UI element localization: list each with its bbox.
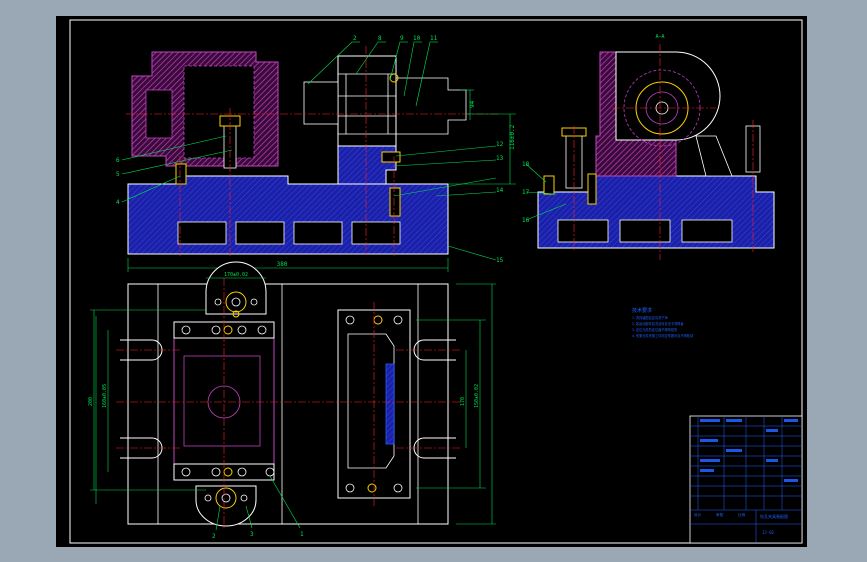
front-height-dim-a: 116±0.2 — [509, 124, 516, 150]
front-balloons-left: 6 5 4 — [116, 157, 120, 206]
title-block-design-label: 设计 — [694, 512, 702, 517]
plan-balloons: 2 3 1 — [212, 531, 304, 540]
side-view: A—A — [522, 34, 775, 260]
side-section-label: A—A — [655, 34, 664, 40]
title-block-drawing-no: JJ-01 — [762, 530, 775, 535]
balloon-label: 18 — [522, 161, 530, 168]
balloon-label: 16 — [522, 217, 530, 224]
plan-left-dim-b: 160±0.05 — [102, 384, 108, 408]
plan-top-dim: 170±0.02 — [224, 272, 248, 278]
drawing-sheet: 380 116±0.2 94 — [56, 16, 807, 547]
balloon-label: 5 — [116, 171, 120, 178]
balloon-label: 10 — [413, 35, 421, 42]
front-width-dim: 380 — [277, 261, 288, 268]
title-block: 设计 审核 比例 钻孔夹具装配图 JJ-01 — [689, 415, 803, 544]
title-block-scale-label: 比例 — [738, 512, 746, 517]
cad-drawing: 380 116±0.2 94 — [69, 19, 803, 544]
plan-bottom-round-plate — [195, 485, 257, 527]
balloon-label: 17 — [522, 189, 530, 196]
balloon-label: 11 — [430, 35, 438, 42]
side-bearing — [615, 51, 721, 147]
plan-right-dim-b: 150±0.02 — [474, 384, 480, 408]
balloon-label: 2 — [353, 35, 357, 42]
drawing-frame — [69, 19, 803, 544]
balloon-label: 6 — [116, 157, 120, 164]
plan-centerlines — [116, 278, 460, 530]
plan-u-slots-right — [413, 339, 456, 459]
title-block-drawing-name: 钻孔夹具装配图 — [760, 513, 788, 519]
front-balloons-right: 12 13 14 15 — [496, 141, 504, 264]
balloon-label: 15 — [496, 257, 504, 264]
balloon-label: 8 — [378, 35, 382, 42]
balloon-label: 12 — [496, 141, 504, 148]
balloon-label: 4 — [116, 199, 120, 206]
front-balloons-top: 2 8 9 10 11 — [353, 35, 438, 42]
notes-line: 1.夹具装配后应清洗干净 — [632, 315, 669, 320]
balloon-label: 13 — [496, 155, 504, 162]
plan-u-slots-left — [120, 339, 163, 459]
notes-line: 4.夹紧元件夹紧工件时应牢固可靠不得松动 — [632, 333, 693, 338]
front-base-slots — [177, 221, 401, 245]
plan-base-outline — [127, 283, 449, 525]
plan-left-dim-a: 200 — [88, 397, 94, 406]
plan-bolt-heads — [181, 298, 275, 502]
plan-dimensions — [90, 277, 496, 525]
title-block-check-label: 审核 — [716, 512, 724, 517]
balloon-label: 1 — [300, 531, 304, 538]
notes-line: 3.定位元件的定位面不得有损伤 — [632, 327, 677, 332]
technical-notes: 技术要求 1.夹具装配后应清洗干净 2.各运动部件应灵活可靠无卡滞现象 3.定位… — [632, 307, 693, 338]
plan-top-round-plate — [205, 261, 267, 315]
plan-view: 170±0.02 200 160±0.05 170 150±0.02 2 3 1 — [88, 261, 496, 540]
front-view: 380 116±0.2 94 — [116, 35, 516, 272]
notes-title: 技术要求 — [632, 307, 652, 314]
balloon-label: 14 — [496, 187, 504, 194]
balloon-label: 2 — [212, 533, 216, 540]
plan-right-dim-a: 170 — [460, 397, 466, 406]
front-dimensions — [127, 89, 516, 272]
front-centerlines — [126, 46, 500, 256]
balloon-label: 3 — [250, 531, 254, 538]
notes-line: 2.各运动部件应灵活可靠无卡滞现象 — [632, 321, 684, 326]
balloon-label: 9 — [400, 35, 404, 42]
side-balloons: 18 17 16 — [522, 161, 530, 224]
front-height-dim-b: 94 — [469, 100, 476, 108]
front-bushing-plate — [337, 55, 397, 147]
